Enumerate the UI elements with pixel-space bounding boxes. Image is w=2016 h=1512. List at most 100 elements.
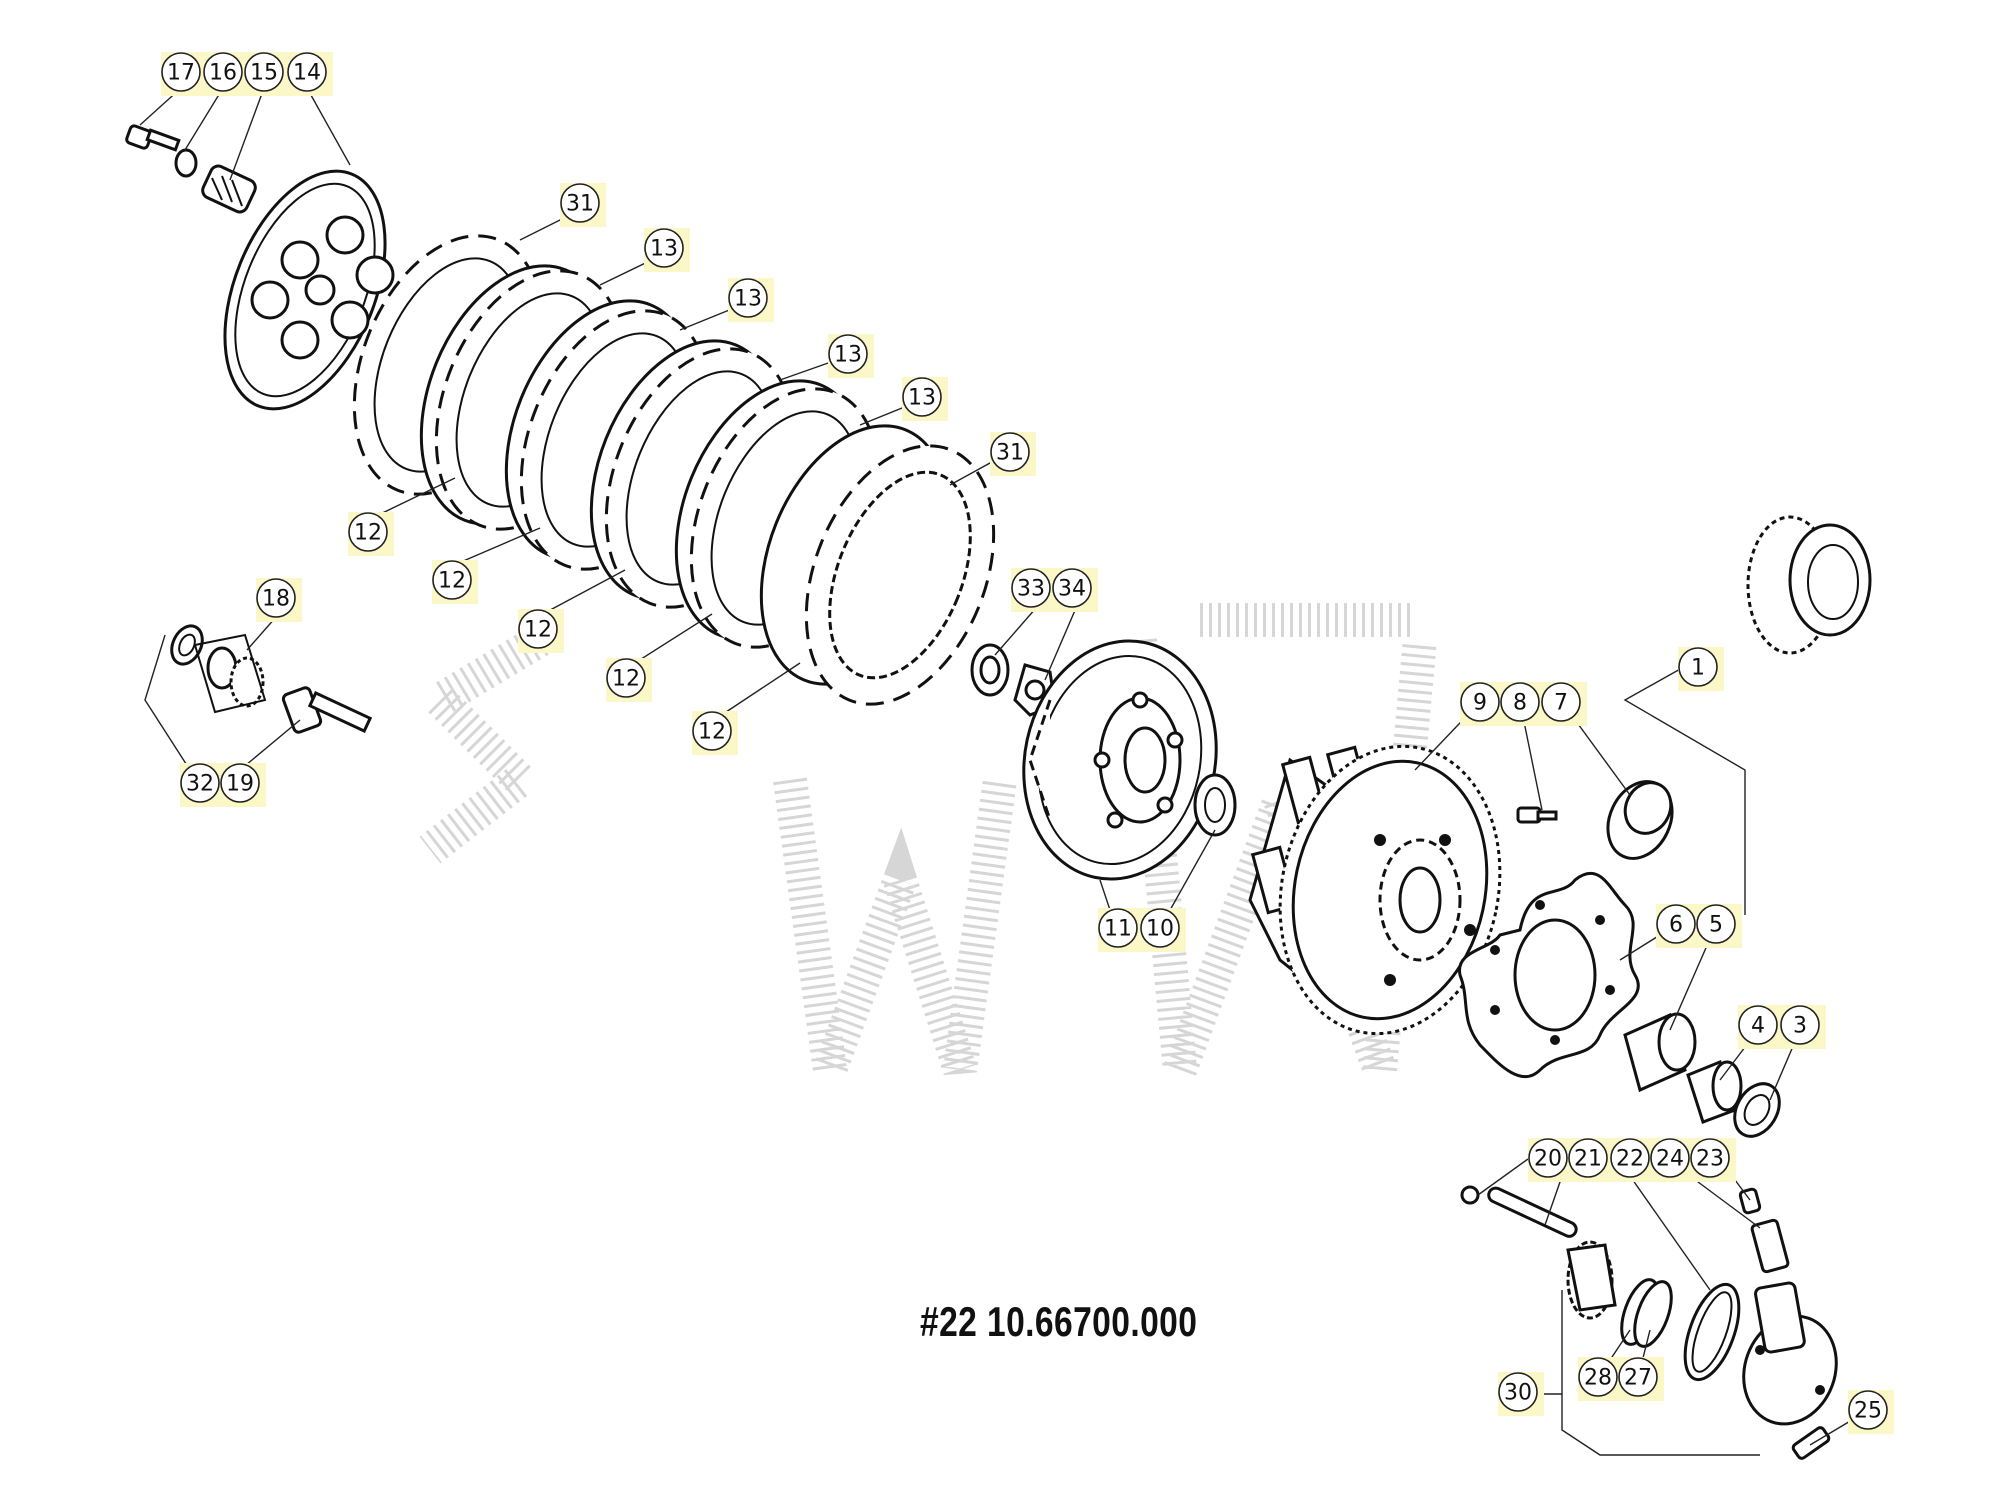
- washer-part-16: [174, 148, 198, 178]
- callout-19: 19: [220, 763, 266, 807]
- svg-text:4: 4: [1751, 1014, 1765, 1039]
- push-rod-part-19: [281, 686, 373, 734]
- svg-text:14: 14: [293, 61, 321, 86]
- damper-part-7: [1606, 780, 1674, 860]
- svg-text:15: 15: [250, 61, 278, 86]
- callout-6: 6: [1656, 904, 1702, 948]
- svg-text:27: 27: [1624, 1366, 1652, 1391]
- watermark: [412, 603, 1437, 1076]
- callout-4: 4: [1738, 1005, 1784, 1049]
- slave-cover-part-25: [1742, 1281, 1838, 1460]
- clutch-basket-part-9: [1248, 744, 1502, 1036]
- svg-text:12: 12: [612, 667, 640, 692]
- svg-text:30: 30: [1504, 1381, 1532, 1406]
- callout-14: 14: [287, 52, 333, 96]
- callout-31: 31: [990, 432, 1036, 476]
- bearing-part-33: [970, 643, 1010, 697]
- callout-27: 27: [1618, 1357, 1664, 1401]
- callout-18: 18: [256, 578, 302, 622]
- callout-9: 9: [1460, 682, 1506, 726]
- svg-text:1: 1: [1691, 656, 1705, 681]
- svg-text:9: 9: [1473, 691, 1487, 716]
- svg-text:13: 13: [834, 343, 862, 368]
- leader-lines: [139, 87, 1853, 1456]
- bolt-part-8: [1516, 806, 1558, 824]
- svg-text:28: 28: [1584, 1366, 1612, 1391]
- callout-3: 3: [1780, 1005, 1826, 1049]
- svg-text:12: 12: [438, 569, 466, 594]
- svg-text:12: 12: [524, 618, 552, 643]
- callout-24: 24: [1650, 1138, 1696, 1182]
- svg-text:18: 18: [262, 587, 290, 612]
- callout-15: 15: [244, 52, 290, 96]
- svg-text:25: 25: [1854, 1399, 1882, 1424]
- callout-10: 10: [1140, 908, 1186, 952]
- svg-text:34: 34: [1058, 577, 1086, 602]
- svg-text:23: 23: [1696, 1147, 1724, 1172]
- svg-text:8: 8: [1513, 691, 1527, 716]
- piston-part-30: [1566, 1240, 1617, 1320]
- callout-13: 13: [902, 377, 948, 421]
- o-ring-part-22: [1683, 1282, 1741, 1382]
- bushing-part-4: [1686, 1059, 1743, 1124]
- callout-31: 31: [560, 183, 606, 227]
- callout-13: 13: [728, 278, 774, 322]
- callout-25: 25: [1848, 1390, 1894, 1434]
- svg-text:31: 31: [996, 441, 1024, 466]
- svg-text:5: 5: [1709, 913, 1723, 938]
- callout-34: 34: [1052, 568, 1098, 612]
- svg-text:20: 20: [1534, 1147, 1562, 1172]
- callout-12: 12: [432, 560, 478, 604]
- plate-part-6: [1458, 871, 1640, 1079]
- clutch-plate-stack: [352, 234, 996, 706]
- push-rod-parts-18: [170, 624, 267, 714]
- callout-1: 1: [1678, 647, 1724, 691]
- seal-parts-27-28: [1620, 1278, 1673, 1348]
- callout-13: 13: [828, 334, 874, 378]
- svg-text:13: 13: [908, 386, 936, 411]
- svg-text:12: 12: [698, 720, 726, 745]
- pin-part-21: [1487, 1186, 1578, 1238]
- callout-12: 12: [606, 658, 652, 702]
- callout-20: 20: [1528, 1138, 1574, 1182]
- svg-text:6: 6: [1669, 913, 1683, 938]
- inner-hub-part-11: [1022, 639, 1218, 881]
- callout-23: 23: [1690, 1138, 1736, 1182]
- svg-text:33: 33: [1017, 577, 1045, 602]
- part-number-caption: #22 10.66700.000: [920, 1298, 1198, 1345]
- bushing-part-5: [1623, 1012, 1697, 1093]
- callout-11: 11: [1098, 908, 1144, 952]
- svg-text:19: 19: [226, 772, 254, 797]
- svg-text:11: 11: [1104, 917, 1132, 942]
- svg-text:10: 10: [1146, 917, 1174, 942]
- svg-text:12: 12: [354, 521, 382, 546]
- svg-text:22: 22: [1616, 1147, 1644, 1172]
- pressure-plate-part-14: [223, 169, 395, 411]
- callout-32: 32: [180, 763, 226, 807]
- ball-part-20: [1460, 1185, 1480, 1205]
- spring-part-15: [201, 164, 257, 214]
- callout-12: 12: [692, 711, 738, 755]
- callout-7: 7: [1541, 682, 1587, 726]
- svg-text:24: 24: [1656, 1147, 1684, 1172]
- washer-part-10: [1193, 773, 1237, 837]
- callout-8: 8: [1500, 682, 1546, 726]
- svg-text:7: 7: [1554, 691, 1568, 716]
- svg-text:31: 31: [566, 192, 594, 217]
- washer-part-3: [1733, 1082, 1781, 1138]
- svg-text:17: 17: [167, 61, 195, 86]
- svg-text:3: 3: [1793, 1014, 1807, 1039]
- callout-12: 12: [348, 512, 394, 556]
- callout-17: 17: [161, 52, 207, 96]
- bolt-part-17: [125, 124, 181, 152]
- callout-30: 30: [1498, 1372, 1544, 1416]
- svg-text:13: 13: [734, 287, 762, 312]
- callout-33: 33: [1011, 568, 1057, 612]
- gear-part-1: [1746, 515, 1872, 655]
- callout-13: 13: [644, 228, 690, 272]
- callout-5: 5: [1696, 904, 1742, 948]
- bleeder-parts-23-24: [1738, 1187, 1790, 1274]
- svg-text:13: 13: [650, 237, 678, 262]
